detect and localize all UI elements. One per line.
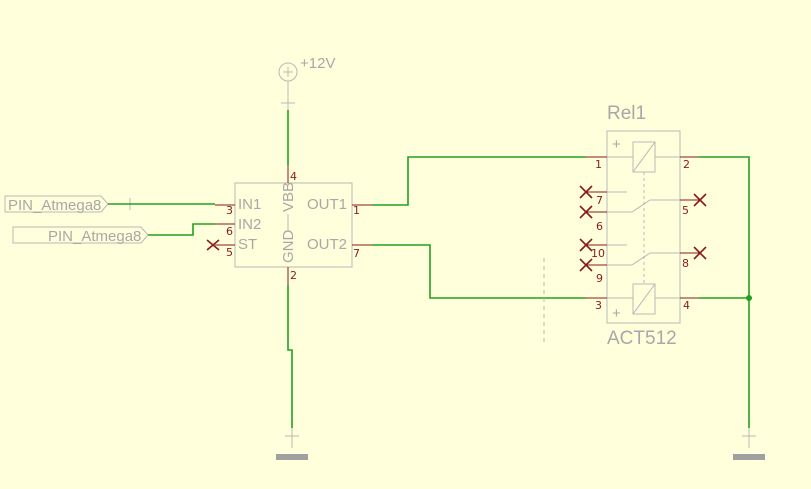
- wire-port2-in2: [148, 223, 215, 236]
- wire-out2-relay3: [372, 244, 586, 299]
- ground-symbol-left[interactable]: [276, 428, 308, 460]
- pin-num-2: 2: [290, 269, 297, 282]
- wire-gnd-left: [287, 285, 293, 428]
- port-label-text-1: PIN_Atmega8: [8, 197, 101, 214]
- relay-pin-9: 9: [596, 272, 603, 285]
- relay-pin-7: 7: [596, 194, 603, 207]
- relay-pin-3: 3: [595, 299, 602, 312]
- no-connect-st: [206, 239, 220, 251]
- power-label: +12V: [300, 55, 335, 72]
- pin-name-st: ST: [238, 236, 257, 253]
- pin-name-in1: IN1: [238, 196, 261, 213]
- port-label-2[interactable]: PIN_Atmega8: [12, 226, 149, 245]
- relay-pin-8: 8: [682, 257, 689, 270]
- relay-rel1[interactable]: Rel1 ACT512 + +: [586, 103, 699, 349]
- pin-name-out2: OUT2: [307, 236, 347, 253]
- relay-pin-5: 5: [682, 204, 689, 217]
- port-label-1[interactable]: PIN_Atmega8: [4, 195, 131, 214]
- relay-ref-label: Rel1: [607, 103, 646, 124]
- port-label-text-2: PIN_Atmega8: [48, 228, 141, 245]
- relay-pin-2: 2: [683, 158, 690, 171]
- pin-name-in2: IN2: [238, 216, 261, 233]
- relay-pin-4: 4: [683, 299, 690, 312]
- pin-num-3: 3: [226, 204, 233, 217]
- pin-name-out1: OUT1: [307, 196, 347, 213]
- relay-plus-1: +: [612, 136, 621, 153]
- pin-name-vbb: VBB: [280, 182, 297, 212]
- relay-pin-10: 10: [591, 247, 605, 260]
- relay-plus-2: +: [612, 305, 621, 322]
- relay-pin-1: 1: [595, 158, 602, 171]
- relay-value-label: ACT512: [607, 328, 677, 349]
- no-connect-relay: [579, 185, 707, 272]
- wire-out1-relay1: [372, 156, 586, 206]
- wire-relay2-gnd: [699, 156, 750, 428]
- wires: [108, 110, 752, 428]
- pin-num-1: 1: [353, 204, 360, 217]
- pin-name-gnd: GND: [280, 230, 297, 264]
- relay-pin-6: 6: [596, 220, 603, 233]
- junction-dot: [746, 295, 752, 301]
- pin-num-6: 6: [226, 225, 233, 238]
- power-symbol-12v[interactable]: +12V: [278, 55, 335, 110]
- pin-num-7: 7: [353, 247, 360, 260]
- ground-symbol-right[interactable]: [733, 428, 765, 460]
- driver-ic[interactable]: IN1 IN2 ST OUT1 OUT2 VBB GND 3 6 5 1 7 4…: [215, 165, 372, 285]
- pin-num-5: 5: [226, 246, 233, 259]
- pin-num-4: 4: [290, 170, 297, 183]
